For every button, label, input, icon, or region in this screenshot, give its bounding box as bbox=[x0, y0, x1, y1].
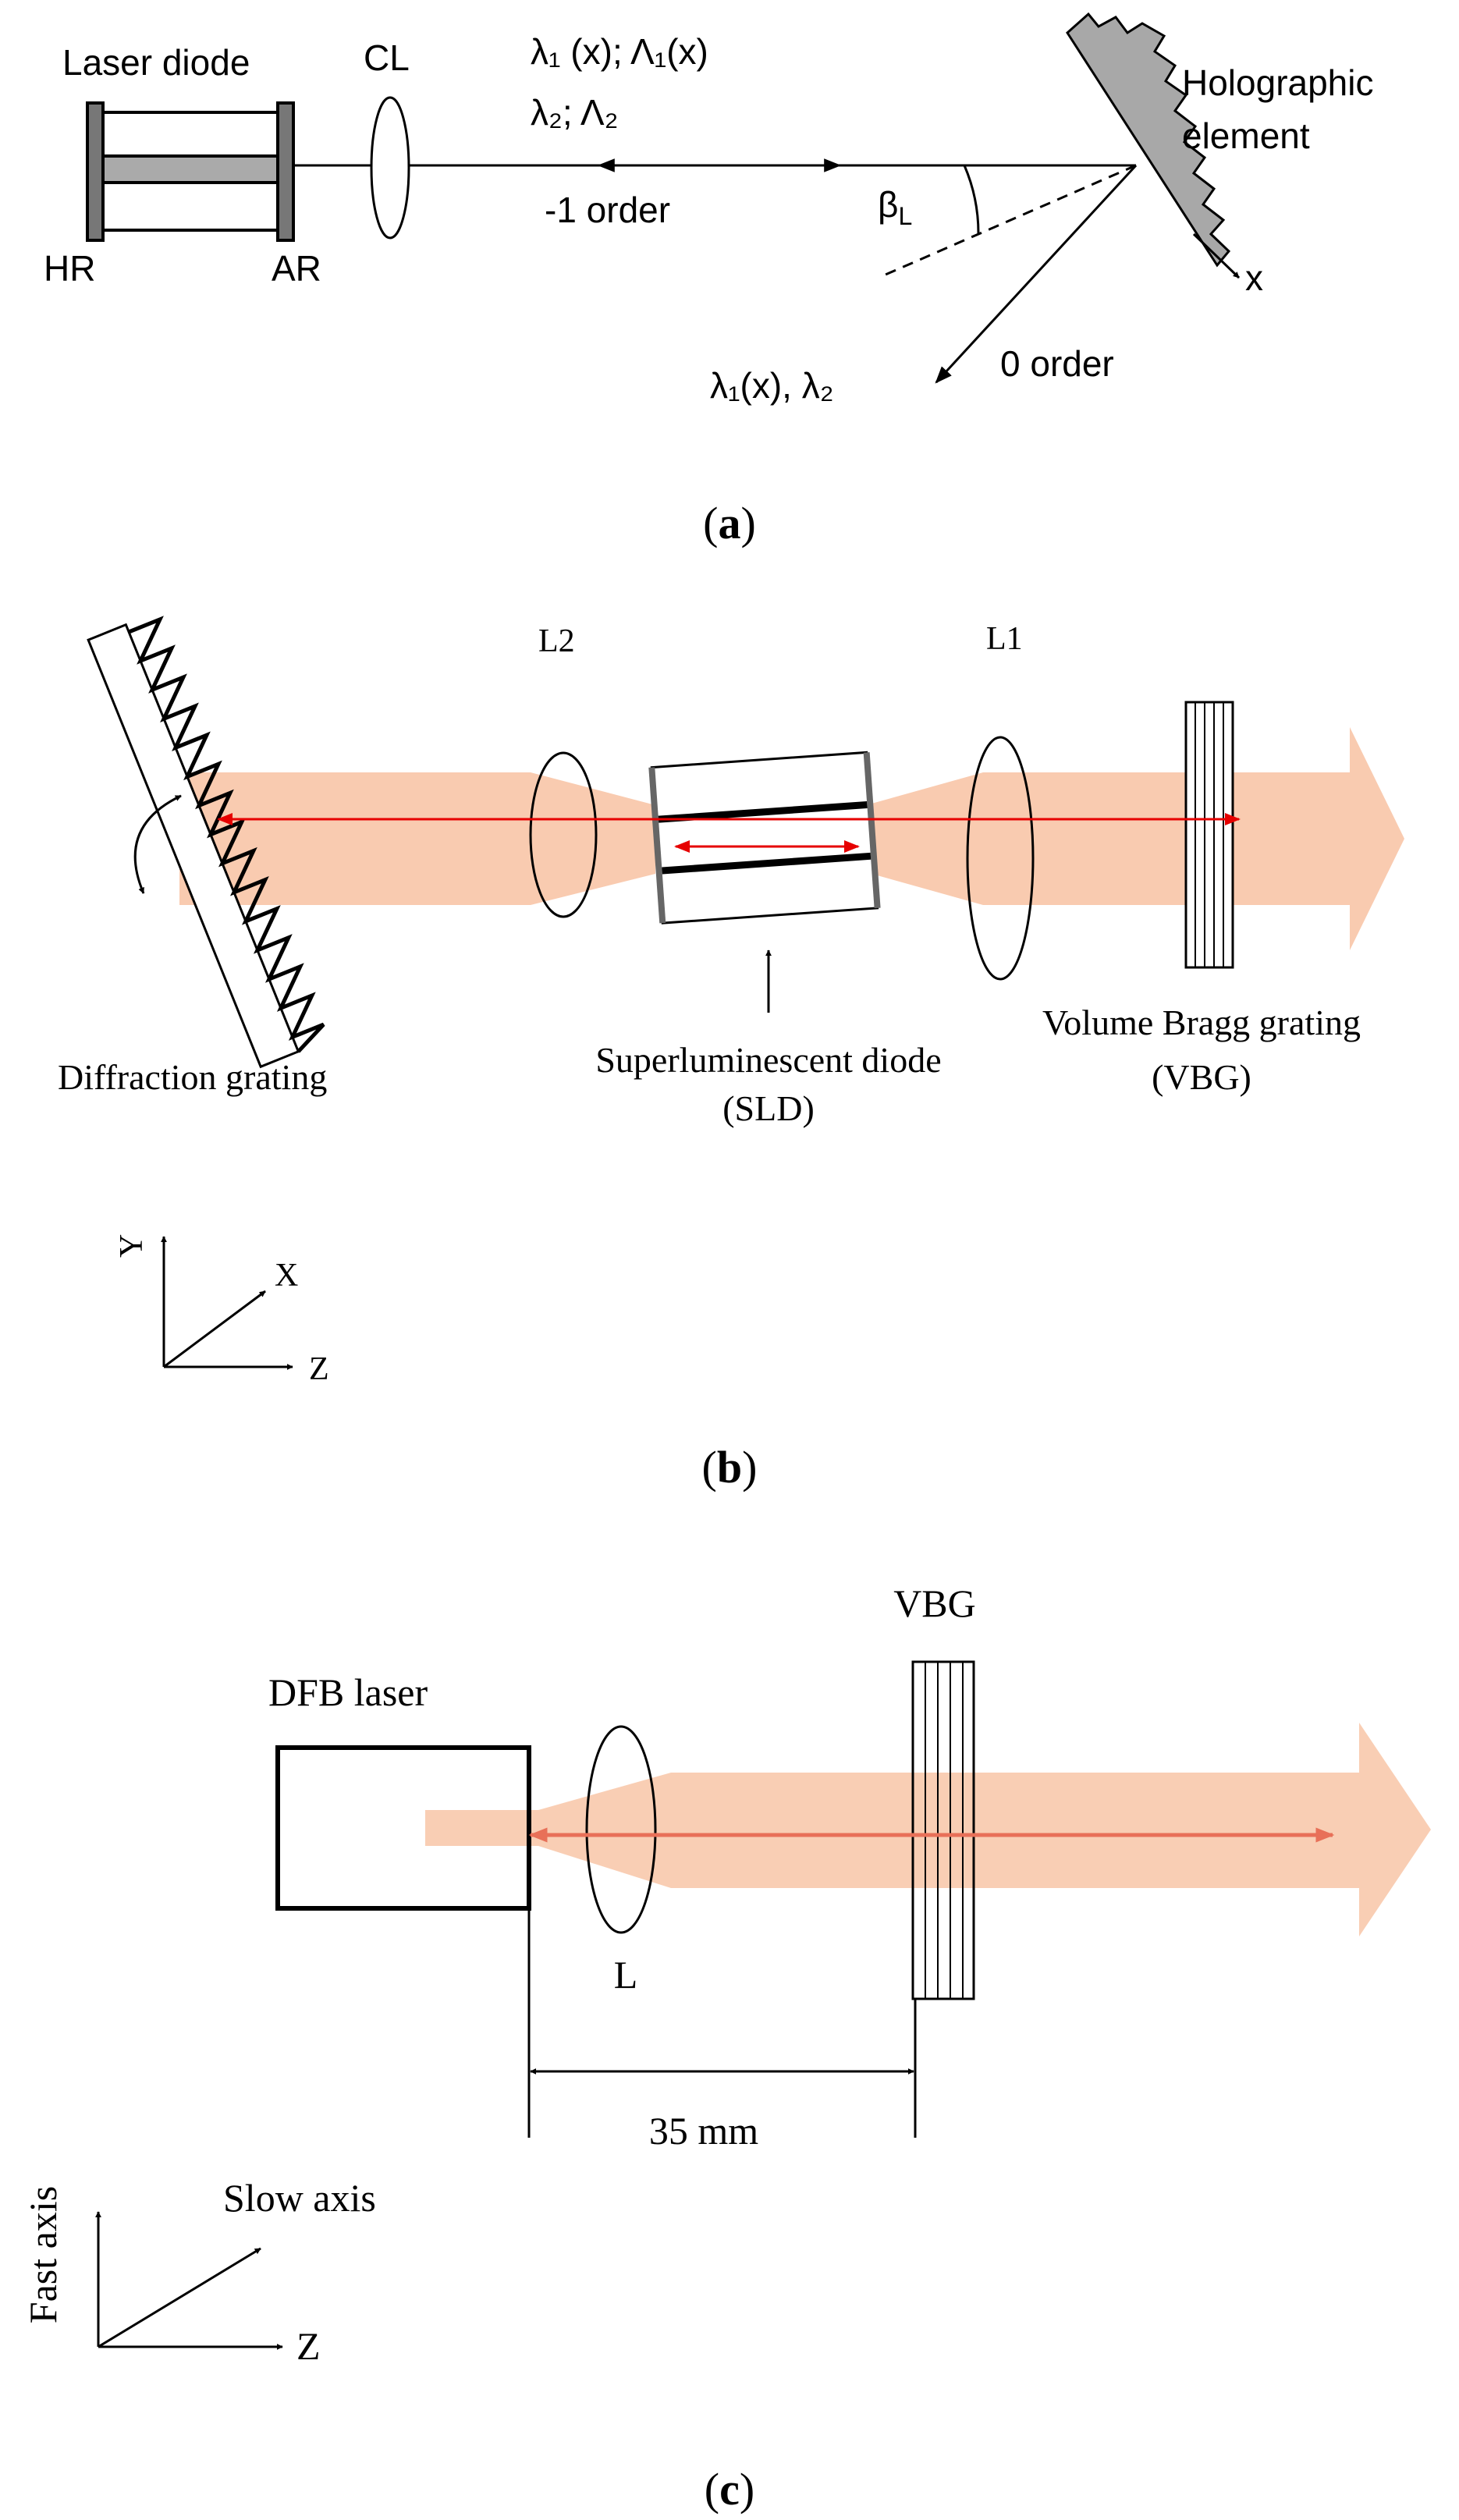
x-label: x bbox=[1245, 257, 1263, 298]
hr-label: HR bbox=[44, 248, 95, 289]
axes-b: Y X Z bbox=[114, 1234, 329, 1387]
dfb-laser-label: DFB laser bbox=[268, 1670, 428, 1714]
holographic-element bbox=[1066, 12, 1231, 268]
zero-order-arrow bbox=[935, 164, 1138, 384]
panel-a: Laser diode HR AR CL λ₁ (x); Λ₁(x) λ₂; Λ… bbox=[44, 12, 1373, 548]
fast-axis-label: Fast axis bbox=[21, 2186, 65, 2323]
rotation-arrow bbox=[133, 794, 182, 894]
zero-order-lambdas-label: λ₁(x), λ₂ bbox=[710, 365, 834, 406]
axis-z-label: Z bbox=[309, 1351, 329, 1387]
caption-a: (a) bbox=[703, 498, 756, 548]
ar-label: AR bbox=[272, 248, 321, 289]
sld-chip bbox=[648, 751, 881, 925]
vbg-c-label: VBG bbox=[893, 1581, 976, 1625]
lens-l-label: L bbox=[614, 1953, 638, 1996]
x-axis-arrow bbox=[1192, 232, 1241, 279]
axis-y-label: Y bbox=[114, 1234, 150, 1258]
lens-l2 bbox=[529, 751, 598, 918]
element-label: element bbox=[1182, 115, 1310, 156]
cl-label: CL bbox=[364, 37, 410, 78]
laser-diode-label: Laser diode bbox=[62, 42, 250, 83]
holographic-label: Holographic bbox=[1182, 62, 1373, 103]
beta-label: βL bbox=[878, 184, 912, 230]
diffraction-grating-label: Diffraction grating bbox=[58, 1057, 327, 1097]
distance-dimension bbox=[527, 1910, 917, 2138]
caption-b: (b) bbox=[702, 1442, 758, 1492]
lambda2-label: λ₂; Λ₂ bbox=[531, 92, 618, 133]
vbg-b bbox=[1184, 701, 1234, 969]
beam-right bbox=[866, 727, 1404, 950]
zero-order-label: 0 order bbox=[1000, 343, 1114, 384]
axes-c: Fast axis Slow axis Z bbox=[21, 2176, 376, 2368]
beta-angle-arc bbox=[963, 165, 980, 235]
panel-c: VBG DFB laser L 35 mm Fast axis Slow axi… bbox=[21, 1581, 1431, 2515]
lens-l1 bbox=[966, 736, 1035, 981]
laser-diode bbox=[86, 101, 295, 242]
beam-left bbox=[179, 772, 655, 905]
beam-c bbox=[425, 1723, 1431, 1936]
caption-c: (c) bbox=[705, 2464, 754, 2515]
panel-b: L2 L1 Diffraction grating Superluminesce… bbox=[58, 616, 1404, 1492]
axis-x-label: X bbox=[275, 1258, 298, 1294]
l1-label: L1 bbox=[986, 621, 1023, 657]
sld-label: Superluminescent diode bbox=[595, 1040, 941, 1080]
lambda1-label: λ₁ (x); Λ₁(x) bbox=[531, 31, 708, 72]
l2-label: L2 bbox=[538, 623, 575, 659]
sld-abbr-label: (SLD) bbox=[722, 1088, 815, 1128]
collimating-lens bbox=[370, 96, 410, 240]
vbg-abbr-label: (VBG) bbox=[1152, 1057, 1251, 1097]
normal-dashed-line bbox=[879, 164, 1137, 279]
minus-one-order-label: -1 order bbox=[545, 190, 670, 230]
vbg-label: Volume Bragg grating bbox=[1042, 1003, 1361, 1042]
slow-axis-label: Slow axis bbox=[223, 2176, 376, 2220]
axis-z-c-label: Z bbox=[296, 2324, 321, 2368]
distance-label: 35 mm bbox=[649, 2109, 758, 2153]
